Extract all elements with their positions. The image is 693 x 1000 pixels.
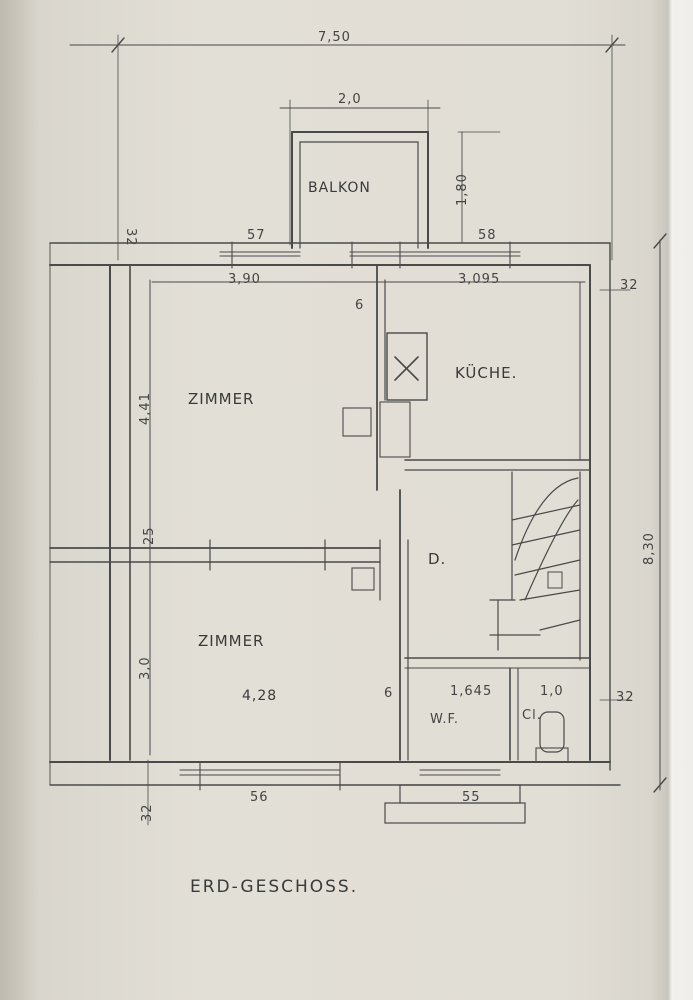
label-balkon: BALKON xyxy=(308,180,371,196)
top-windows xyxy=(219,241,521,269)
label-wf: W.F. xyxy=(430,712,460,727)
dim-wf-width: 1,645 xyxy=(450,684,493,699)
dim-cl-width: 1,0 xyxy=(540,684,564,699)
dim-zimmer-bottom-depth: 3,0 xyxy=(138,656,153,680)
label-cl: Cl. xyxy=(522,708,542,723)
dim-inner-wall-bottom: 6 xyxy=(384,686,394,701)
dim-window-right-top: 58 xyxy=(478,228,497,243)
dim-balkon-depth: 1,80 xyxy=(455,173,470,206)
balkon-outline xyxy=(291,131,429,249)
dim-total-depth: 8,30 xyxy=(642,532,657,565)
dim-window-left-top: 57 xyxy=(247,228,266,243)
staircase xyxy=(489,471,581,661)
dim-inner-wall: 6 xyxy=(355,298,365,313)
interior-wall-horizontal xyxy=(404,281,591,471)
dim-wall-left: 32 xyxy=(123,228,138,247)
dim-zimmer-bottom-width: 4,28 xyxy=(242,688,278,704)
dim-wall-bottom: 32 xyxy=(140,803,155,822)
dim-kueche-width: 3,095 xyxy=(458,272,501,287)
dim-window-bottom-right: 55 xyxy=(462,790,481,805)
entrance-steps xyxy=(384,784,526,824)
label-kueche: KÜCHE. xyxy=(455,364,518,382)
plan-title: ERD-GESCHOSS. xyxy=(190,877,359,897)
dim-zimmer-top-depth: 4,41 xyxy=(138,392,153,425)
outer-walls xyxy=(49,242,621,786)
label-zimmer-top: ZIMMER xyxy=(188,390,255,408)
dim-wall-between: 25 xyxy=(142,526,157,545)
dim-window-bottom-left: 56 xyxy=(250,790,269,805)
dim-balkon-width: 2,0 xyxy=(338,92,362,107)
bottom-windows xyxy=(179,761,501,791)
dim-wall-right-bottom: 32 xyxy=(616,690,635,705)
wc-area xyxy=(404,657,591,763)
toilet-fixture xyxy=(539,711,565,753)
dim-total-width: 7,50 xyxy=(318,30,351,45)
label-zimmer-bottom: ZIMMER xyxy=(198,632,265,650)
dim-zimmer-top-width: 3,90 xyxy=(228,272,261,287)
chimney xyxy=(342,332,428,458)
wall-between-zimmers xyxy=(49,539,381,601)
interior-wall-vertical xyxy=(376,264,409,761)
dim-wall-right: 32 xyxy=(620,278,639,293)
label-diele: D. xyxy=(428,550,447,568)
